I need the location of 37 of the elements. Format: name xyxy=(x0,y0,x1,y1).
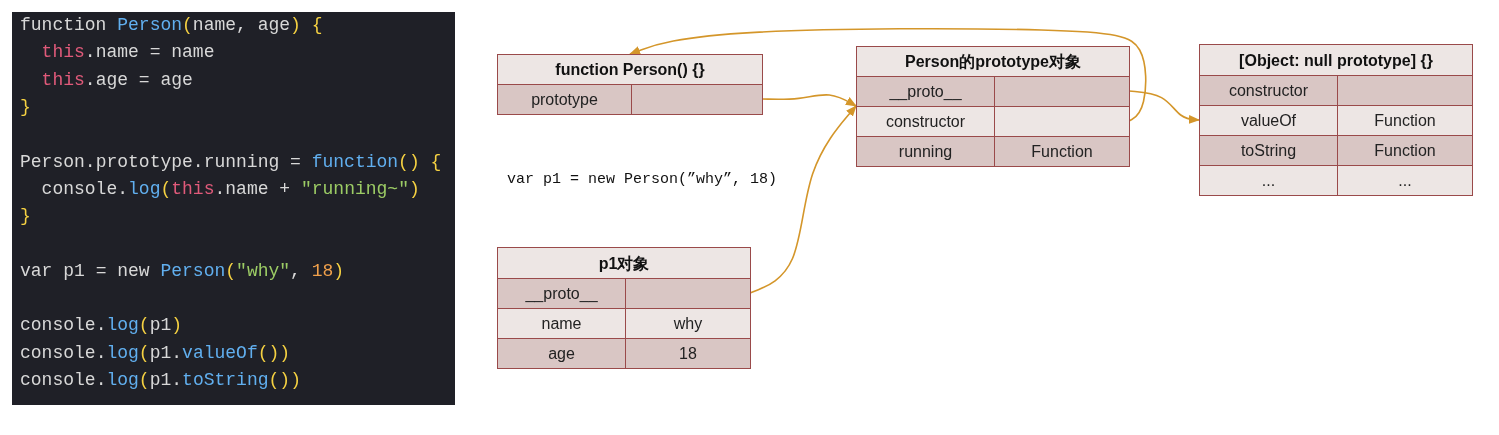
property-cell: toString xyxy=(1200,135,1337,165)
property-cell: __proto__ xyxy=(857,76,994,106)
code-line: function Person(name, age) { xyxy=(20,15,323,35)
property-cell: ... xyxy=(1337,165,1472,195)
property-cell: constructor xyxy=(1200,75,1337,105)
property-cell: __proto__ xyxy=(498,278,625,308)
arrow xyxy=(1128,90,1201,124)
table-title: [Object: null prototype] {} xyxy=(1238,51,1434,71)
code-line: var p1 = new Person("why", 18) xyxy=(20,260,345,281)
code-line: console.log(this.name + "running~") xyxy=(40,178,420,199)
property-cell: Function xyxy=(994,136,1129,166)
code-line: Person.prototype.running = function() { xyxy=(20,151,442,172)
property-cell: prototype xyxy=(498,84,631,114)
code-line: this.age = age xyxy=(40,69,193,90)
property-cell: Function xyxy=(1337,105,1472,135)
code-line: } xyxy=(20,206,31,227)
code-line: console.log(p1.valueOf()) xyxy=(20,342,291,363)
code-statement: var p1 = new Person(”why”, 18) xyxy=(507,171,778,188)
property-cell: 18 xyxy=(625,338,750,368)
code-line: this.name = name xyxy=(40,42,215,63)
code-line: console.log(p1) xyxy=(20,315,183,336)
table-title: p1对象 xyxy=(597,254,651,274)
object-table xyxy=(497,247,751,369)
code-line: console.log(p1.toString()) xyxy=(20,369,301,390)
object-table xyxy=(497,54,763,115)
arrow xyxy=(761,94,857,107)
property-cell: age xyxy=(498,338,625,368)
table-title: function Person() {} xyxy=(554,60,706,80)
property-cell: why xyxy=(625,308,750,338)
property-cell: running xyxy=(857,136,994,166)
object-table xyxy=(1199,44,1473,196)
arrow xyxy=(628,27,1147,122)
code-line: } xyxy=(20,96,31,117)
arrow xyxy=(749,105,857,294)
object-table xyxy=(856,46,1130,167)
table-title: Person的prototype对象 xyxy=(904,52,1082,72)
property-cell: Function xyxy=(1337,135,1472,165)
